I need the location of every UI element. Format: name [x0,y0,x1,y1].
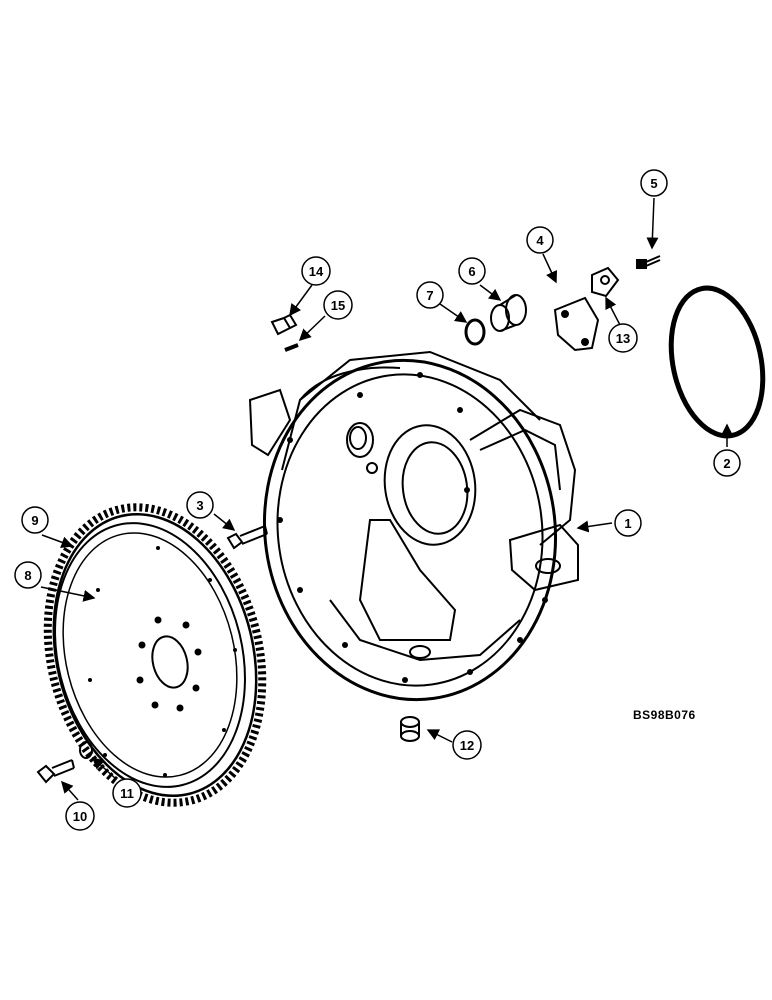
seal-6 [490,294,527,332]
svg-text:1: 1 [624,516,631,531]
flywheel [43,503,267,807]
svg-text:11: 11 [120,786,134,801]
callout-11: 11 [112,778,142,808]
callout-6: 6 [458,257,486,285]
svg-text:14: 14 [309,264,324,279]
svg-text:15: 15 [331,298,345,313]
callout-7: 7 [416,281,444,309]
callout-15: 15 [323,290,353,320]
washer-11 [79,741,93,759]
svg-text:5: 5 [650,176,657,191]
callout-5: 5 [640,169,668,197]
bolt-3 [226,525,268,550]
svg-text:9: 9 [31,513,38,528]
screw-5 [636,255,661,269]
svg-text:6: 6 [468,264,475,279]
callout-8: 8 [14,561,42,589]
svg-text:12: 12 [460,738,474,753]
bracket [591,266,620,298]
bolt-10 [36,759,75,784]
svg-text:4: 4 [536,233,544,248]
plug-12 [400,716,420,742]
callout-2: 2 [713,449,741,477]
callout-9: 9 [21,506,49,534]
callout-12: 12 [452,730,482,760]
svg-text:7: 7 [426,288,433,303]
callout-3: 3 [186,491,214,519]
o-ring [668,285,766,439]
fitting-14 [270,313,298,336]
callout-14: 14 [301,256,331,286]
callout-13: 13 [608,323,638,353]
pin-15 [284,343,299,352]
svg-text:8: 8 [24,568,31,583]
flywheel-housing [248,350,579,702]
svg-text:13: 13 [616,331,630,346]
cover-plate [553,296,600,352]
leader-lines [40,197,733,801]
callout-1: 1 [614,509,642,537]
drawing-code: BS98B076 [633,708,696,722]
svg-text:3: 3 [196,498,203,513]
svg-text:10: 10 [73,809,87,824]
svg-text:2: 2 [723,456,730,471]
seal-ring-7 [464,318,486,346]
callout-4: 4 [526,226,554,254]
callout-10: 10 [65,801,95,831]
